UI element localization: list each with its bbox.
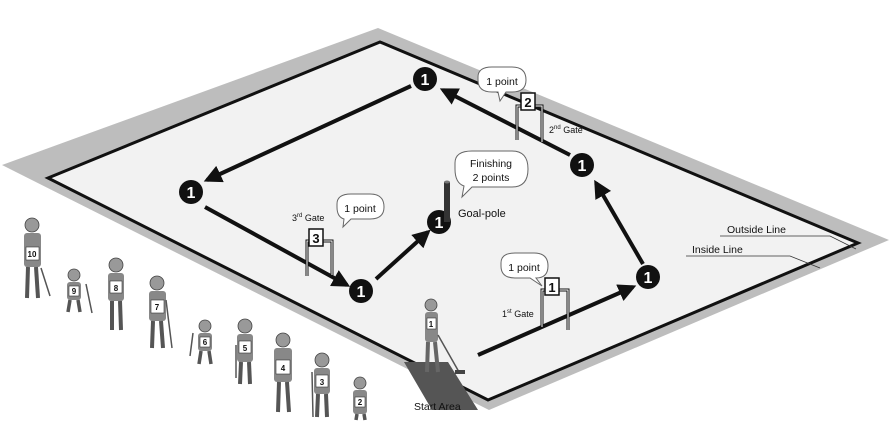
player-9: 9 [66,268,93,314]
callout-finishing: Finishing 2 points [454,150,529,199]
player-6: 6 [189,319,213,365]
marker-label: 1 [187,185,196,202]
player-2: 2 [353,376,367,421]
arrow-marker-s-to-marker-c [374,229,431,281]
marker-west: 1 [179,180,203,204]
goal-pole: Goal-pole [444,180,506,222]
gate-1-flag-number: 1 [548,280,555,295]
marker-north: 1 [413,67,437,91]
player-3: 3 [311,352,330,418]
callout-gate-2-text: 1 point [486,76,518,88]
marker-south: 1 [349,279,373,303]
gate-3: 3 3rd Gate [292,213,334,276]
callout-gate-1-text: 1 point [508,262,540,274]
gate-2-flag [520,92,536,111]
arrow-start-to-marker-e [477,284,637,357]
player-bib-number: 8 [114,284,119,293]
gate-3-flag-number: 3 [312,231,319,246]
player-in-start-area: 1 [424,298,465,374]
start-area-label: Start Area [414,401,461,413]
marker-northeast: 1 [570,153,594,177]
player-10: 10 [24,217,51,299]
gate-2-label: 2nd Gate [549,125,583,135]
player-bib-number: 5 [243,344,248,353]
callout-finishing-line-2: 2 points [473,172,510,184]
player-bib-number: 2 [358,398,363,407]
marker-label: 1 [357,284,366,301]
arrow-marker-e-to-marker-ne [594,179,645,266]
gate-1-label: 1st Gate [502,309,534,319]
player-bib-number: 4 [281,364,286,373]
gate-3-label: 3rd Gate [292,213,324,223]
callout-gate-2: 1 point [477,66,527,103]
waiting-players: 10 9 8 7 [24,217,367,421]
start-area [404,362,478,410]
goal-pole-label: Goal-pole [458,208,506,220]
callout-gate-1: 1 point [500,252,549,287]
callout-gate-3: 1 point [336,193,385,229]
arrow-marker-n-to-marker-w [203,84,412,183]
marker-east: 1 [636,265,660,289]
inside-line-label: Inside Line [692,244,743,256]
player-bib-number: 9 [72,287,77,296]
gate-2: 2 2nd Gate [515,92,583,142]
callout-gate-3-text: 1 point [344,203,376,215]
gate-1-flag [544,277,560,296]
court-line-labels: Outside Line Inside Line Start Area [414,224,857,413]
player-bib-number: 10 [28,250,37,259]
marker-label: 1 [421,72,430,89]
marker-label: 1 [435,215,444,232]
markers: 1 1 1 1 1 1 [179,67,660,303]
court-field [44,40,862,402]
gate-2-flag-number: 2 [524,95,531,110]
player-bib-number: 7 [155,303,160,312]
course-path [203,84,645,357]
gate-1: 1 1st Gate [502,277,570,330]
marker-label: 1 [578,158,587,175]
player-bib-number: 3 [320,378,325,387]
player-bib-number: 6 [203,338,208,347]
gate-3-flag [308,228,324,247]
arrow-marker-w-to-marker-s [204,205,351,287]
arrow-marker-ne-to-marker-n [439,88,571,157]
player-4: 4 [274,332,292,413]
player-bib-number: 1 [429,320,434,329]
callout-finishing-line-1: Finishing [470,158,512,170]
marker-label: 1 [644,270,653,287]
outside-line-label: Outside Line [727,224,786,236]
player-7: 7 [149,275,173,349]
player-8: 8 [108,257,124,331]
player-5: 5 [235,318,253,385]
